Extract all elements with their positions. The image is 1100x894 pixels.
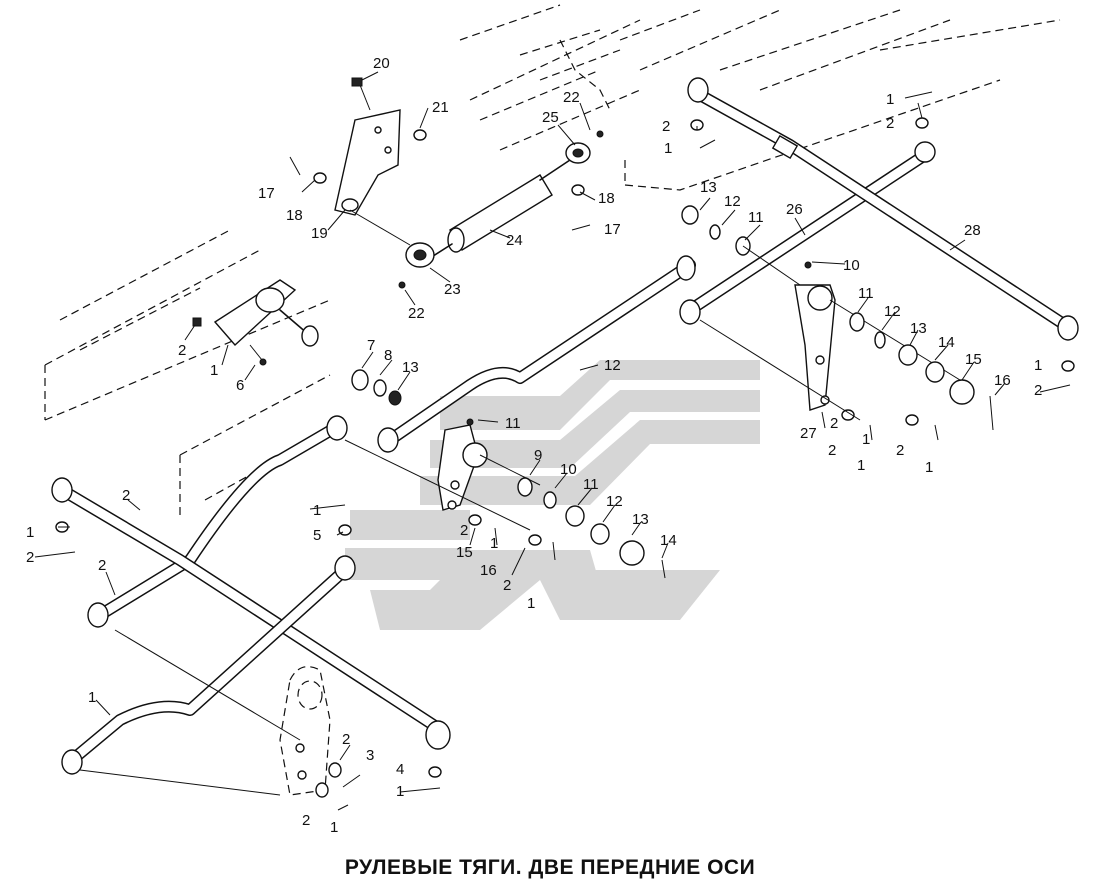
callout-label: 4 <box>396 761 404 778</box>
callout-label: 2 <box>503 577 511 594</box>
callout-label: 2 <box>122 487 130 504</box>
callout-label: 17 <box>258 185 275 202</box>
callout-label: 1 <box>664 140 672 157</box>
intermediate-rod-26 <box>679 141 936 421</box>
callout-label: 23 <box>444 281 461 298</box>
callout-label: 9 <box>534 447 542 464</box>
callout-label: 15 <box>456 544 473 561</box>
callout-label: 25 <box>542 109 559 126</box>
callout-label: 1 <box>88 689 96 706</box>
callout-label: 10 <box>560 461 577 478</box>
callout-label: 2 <box>460 522 468 539</box>
leader-lines <box>58 71 1006 761</box>
callout-label: 2 <box>342 731 350 748</box>
callout-labels: 20 21 22 25 18 17 17 18 19 24 23 22 1 2 … <box>26 55 1042 836</box>
callout-label: 21 <box>432 99 449 116</box>
callout-label: 2 <box>896 442 904 459</box>
callout-label: 12 <box>724 193 741 210</box>
callout-label: 12 <box>604 357 621 374</box>
drag-link-4 <box>87 415 531 628</box>
cotter-pins <box>34 91 1071 811</box>
callout-label: 3 <box>366 747 374 764</box>
steering-arm-left <box>437 418 666 579</box>
callout-label: 17 <box>604 221 621 238</box>
callout-label: 1 <box>1034 357 1042 374</box>
callout-label: 22 <box>563 89 580 106</box>
power-cylinder-24 <box>349 130 604 289</box>
callout-label: 1 <box>490 535 498 552</box>
callout-label: 13 <box>402 359 419 376</box>
callout-label: 2 <box>830 415 838 432</box>
callout-label: 2 <box>1034 382 1042 399</box>
callout-label: 10 <box>843 257 860 274</box>
callout-label: 1 <box>527 595 535 612</box>
callout-label: 28 <box>964 222 981 239</box>
callout-label: 19 <box>311 225 328 242</box>
callout-label: 12 <box>606 493 623 510</box>
diagram-title: РУЛЕВЫЕ ТЯГИ. ДВЕ ПЕРЕДНИЕ ОСИ <box>344 856 756 879</box>
callout-label: 2 <box>98 557 106 574</box>
callout-label: 16 <box>480 562 497 579</box>
tie-rod-28 <box>687 77 1079 372</box>
callout-label: 15 <box>965 351 982 368</box>
callout-label: 1 <box>313 502 321 519</box>
callout-label: 20 <box>373 55 390 72</box>
callout-label: 2 <box>886 115 894 132</box>
callout-label: 2 <box>302 812 310 829</box>
callout-label: 22 <box>408 305 425 322</box>
drag-link-9 <box>377 255 696 453</box>
callout-label: 1 <box>396 783 404 800</box>
callout-label: 2 <box>178 342 186 359</box>
callout-label: 2 <box>662 118 670 135</box>
callout-label: 14 <box>938 334 955 351</box>
callout-label: 1 <box>210 362 218 379</box>
callout-label: 14 <box>660 532 677 549</box>
bracket-19 <box>313 77 427 216</box>
callout-label: 11 <box>748 209 764 226</box>
steering-linkage-diagram: 20 21 22 25 18 17 17 18 19 24 23 22 1 2 … <box>26 4 1079 836</box>
tie-rod-5 <box>51 477 451 778</box>
callout-label: 26 <box>786 201 803 218</box>
callout-label: 13 <box>632 511 649 528</box>
callout-label: 24 <box>506 232 523 249</box>
callout-label: 5 <box>313 527 321 544</box>
callout-label: 27 <box>800 425 817 442</box>
callout-label: 11 <box>858 285 874 302</box>
steering-gear-7 <box>192 279 402 406</box>
lower-arm-outline <box>279 666 342 798</box>
watermark-logo <box>345 360 760 630</box>
callout-label: 1 <box>330 819 338 836</box>
callout-label: 18 <box>598 190 615 207</box>
callout-label: 1 <box>26 524 34 541</box>
callout-label: 13 <box>700 179 717 196</box>
callout-label: 11 <box>583 476 599 493</box>
callout-label: 13 <box>910 320 927 337</box>
callout-label: 7 <box>367 337 375 354</box>
callout-label: 12 <box>884 303 901 320</box>
callout-label: 6 <box>236 377 244 394</box>
frame-outline <box>44 4 1061 515</box>
callout-label: 1 <box>857 457 865 474</box>
callout-label: 2 <box>26 549 34 566</box>
callout-label: 18 <box>286 207 303 224</box>
callout-label: 11 <box>505 415 521 432</box>
callout-label: 1 <box>925 459 933 476</box>
callout-label: 2 <box>828 442 836 459</box>
callout-label: 8 <box>384 347 392 364</box>
steering-arm-27 <box>794 261 994 431</box>
callout-label: 1 <box>862 431 870 448</box>
drag-link-3 <box>61 524 356 796</box>
callout-label: 16 <box>994 372 1011 389</box>
callout-label: 1 <box>886 91 894 108</box>
